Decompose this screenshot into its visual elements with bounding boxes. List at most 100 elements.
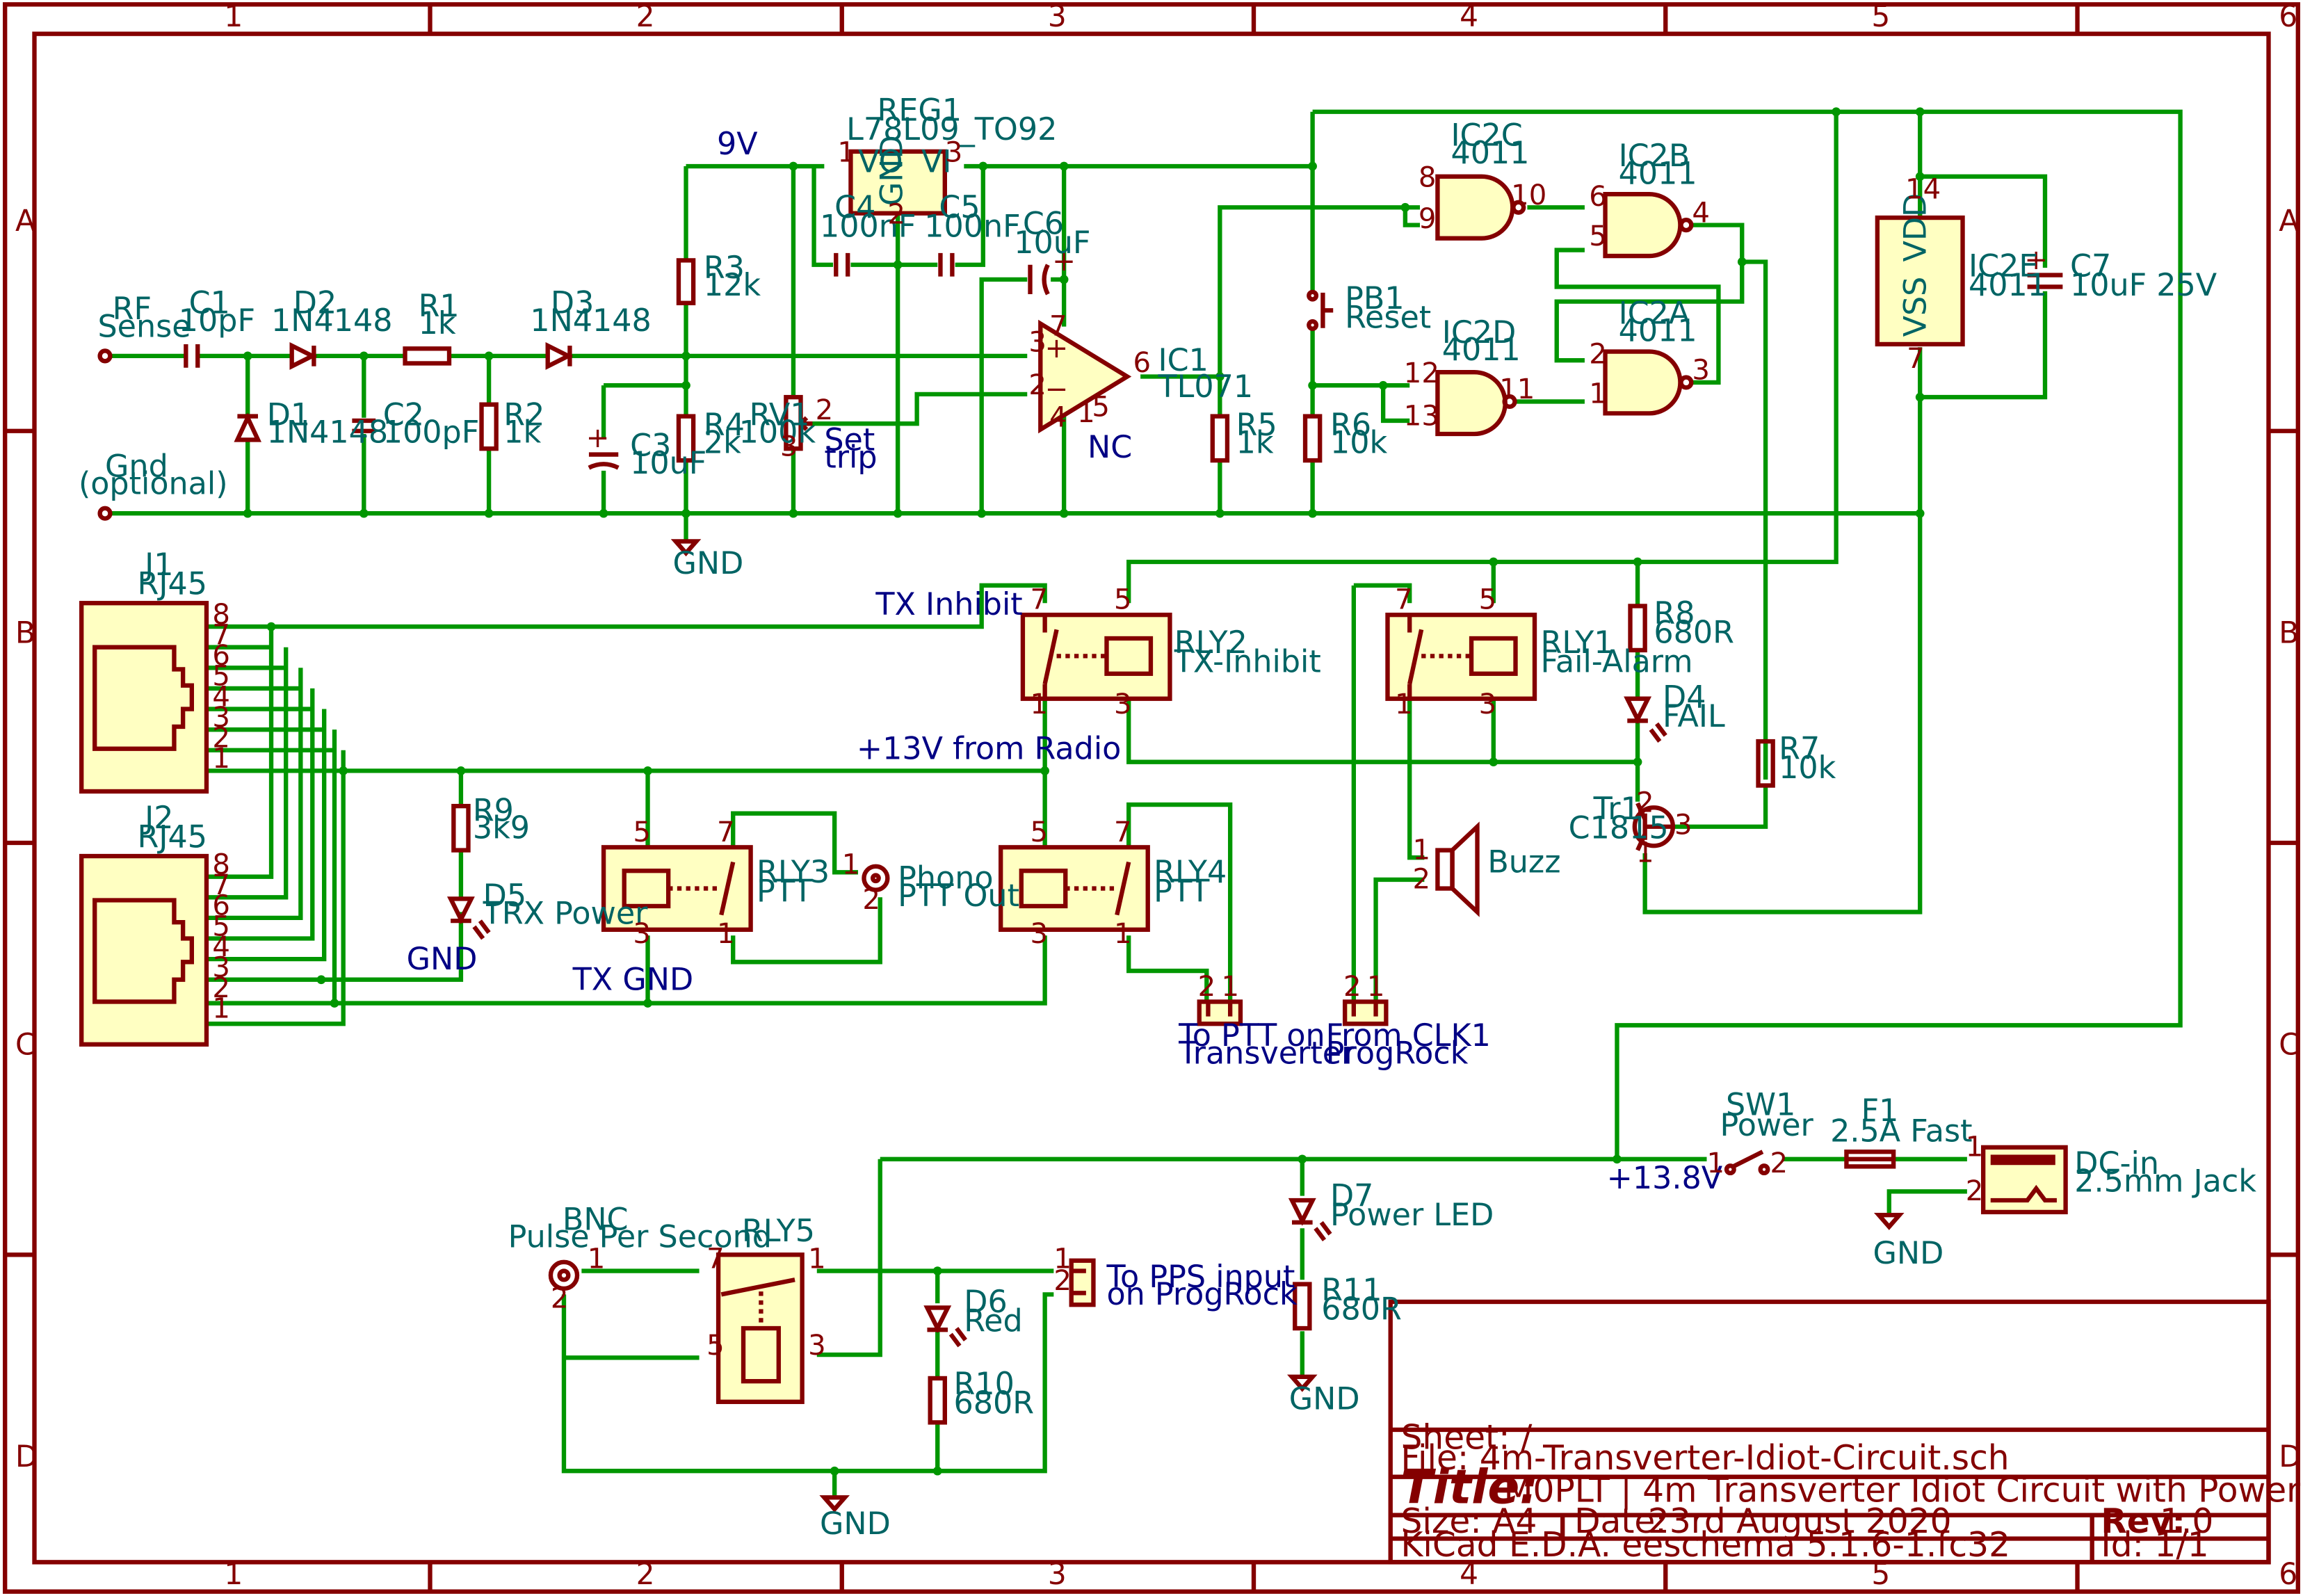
svg-text:7: 7	[1395, 584, 1413, 616]
f1-ref: F1	[1861, 1093, 1899, 1129]
svg-text:+: +	[2024, 244, 2048, 276]
c6-ref: C6	[1023, 206, 1064, 241]
svg-text:+: +	[1045, 332, 1069, 364]
junction-dots	[243, 107, 1925, 1476]
net-label-9v: 9V	[717, 127, 758, 162]
ic2d-value: 4011	[1442, 332, 1521, 368]
sw1-ref: SW1	[1726, 1087, 1795, 1122]
ptt-conn-label: To PTT onTransverter	[1178, 1018, 1355, 1071]
buzz-label: Buzz	[1487, 844, 1560, 880]
row-letter: B	[2279, 615, 2299, 650]
ic2e-ref: IC2E	[1969, 249, 2038, 284]
d1-ref: D1	[267, 397, 310, 433]
rly2-ref: RLY2	[1174, 625, 1247, 661]
resistor-r6	[1302, 414, 1323, 463]
rv1-ref: RV1	[749, 397, 809, 433]
svg-text:7: 7	[1030, 584, 1048, 616]
svg-text:4: 4	[1692, 197, 1710, 229]
dc-jack	[1980, 1145, 2068, 1215]
r4-value: 2k	[704, 425, 741, 460]
svg-text:7: 7	[706, 1243, 725, 1275]
d3-value: 1N4148	[530, 303, 651, 339]
svg-text:2: 2	[1198, 971, 1216, 1003]
svg-text:1: 1	[1706, 1147, 1724, 1179]
svg-text:7: 7	[1114, 816, 1132, 848]
svg-text:1: 1	[1114, 918, 1132, 950]
tr1-ref: Tr1	[1593, 791, 1640, 827]
resistor-r10	[928, 1376, 947, 1425]
svg-text:8: 8	[212, 848, 230, 880]
svg-text:2: 2	[1053, 1265, 1072, 1297]
title-block-rev: 1.0	[2160, 1502, 2213, 1541]
gnd-label: GND	[673, 546, 744, 581]
ic2e-power-unit	[1875, 215, 1965, 347]
relay-rly2	[1020, 612, 1172, 701]
bnc-label: BNCPulse Per Second	[508, 1202, 772, 1255]
svg-text:2: 2	[1028, 369, 1047, 401]
svg-text:2: 2	[551, 1282, 569, 1314]
svg-text:3: 3	[212, 702, 230, 734]
col-number: 1	[224, 0, 243, 33]
svg-text:1: 1	[1077, 397, 1095, 429]
svg-text:3: 3	[633, 918, 651, 950]
resistor-r4	[676, 414, 696, 463]
d6-ref: D6	[964, 1284, 1007, 1320]
gnd-optional-label: Gnd(optional)	[79, 449, 228, 501]
led-d6	[923, 1305, 967, 1348]
svg-text:5: 5	[1092, 392, 1110, 424]
col-number: 2	[636, 0, 655, 33]
diode-d3	[545, 341, 574, 370]
svg-text:4: 4	[1049, 401, 1067, 433]
svg-text:9: 9	[1419, 203, 1437, 235]
svg-text:5: 5	[1030, 816, 1048, 848]
ic2b-value: 4011	[1619, 156, 1697, 191]
j2-ref: J2	[143, 800, 173, 836]
svg-text:5: 5	[212, 661, 230, 693]
r11-ref: R11	[1321, 1273, 1382, 1308]
svg-text:4: 4	[212, 931, 230, 963]
gnd-label: GND	[1873, 1236, 1944, 1271]
net-label-13v8: +13.8V	[1607, 1161, 1723, 1196]
r9-ref: R9	[473, 793, 514, 828]
r11-value: 680R	[1321, 1291, 1402, 1327]
capacitor-c6: +	[1028, 245, 1076, 296]
svg-text:1: 1	[1589, 378, 1607, 410]
c5-ref: C5	[939, 190, 980, 225]
svg-text:3: 3	[808, 1330, 826, 1362]
d7-value: Power LED	[1330, 1198, 1494, 1233]
d5-ref: D5	[483, 878, 526, 914]
reg1-vo: VO	[858, 144, 903, 179]
net-label-13v-radio: +13V from Radio	[857, 731, 1121, 766]
pps-header	[1069, 1258, 1096, 1307]
ic2e-vss: VSS	[1898, 277, 1934, 337]
row-letter: A	[15, 204, 35, 238]
svg-text:1: 1	[842, 848, 860, 880]
title-block-title: M0PLT | 4m Transverter Idiot Circuit wit…	[1504, 1472, 2303, 1510]
buzzer	[1435, 821, 1480, 917]
title-block	[1388, 1299, 2271, 1565]
svg-text:6: 6	[1589, 181, 1607, 213]
c1-ref: C1	[189, 286, 230, 321]
col-number: 6	[2279, 0, 2297, 33]
svg-text:1: 1	[212, 743, 230, 775]
r10-ref: R10	[954, 1367, 1015, 1402]
c7-ref: C7	[2070, 249, 2111, 284]
gnd-label: GND	[1289, 1381, 1360, 1417]
net-label-tx-gnd: TX GND	[572, 962, 693, 998]
row-letter: C	[15, 1028, 36, 1062]
svg-text:6: 6	[212, 640, 230, 672]
rv1-value: 100k	[739, 415, 816, 451]
resistor-r3	[676, 258, 696, 305]
svg-text:12: 12	[1404, 357, 1439, 389]
set-trip-label: Settrip	[824, 422, 877, 475]
r5-ref: R5	[1236, 408, 1277, 443]
col-number: 5	[1871, 0, 1890, 33]
svg-text:1: 1	[837, 137, 855, 169]
ic2a-value: 4011	[1619, 314, 1697, 349]
f1-value: 2.5A Fast	[1830, 1113, 1972, 1149]
opamp-ic1: +−	[1038, 319, 1132, 434]
power-switch-sw1	[1724, 1150, 1770, 1176]
resistor-r2	[479, 402, 499, 451]
c3-ref: C3	[630, 428, 671, 464]
led-d7	[1288, 1198, 1332, 1242]
